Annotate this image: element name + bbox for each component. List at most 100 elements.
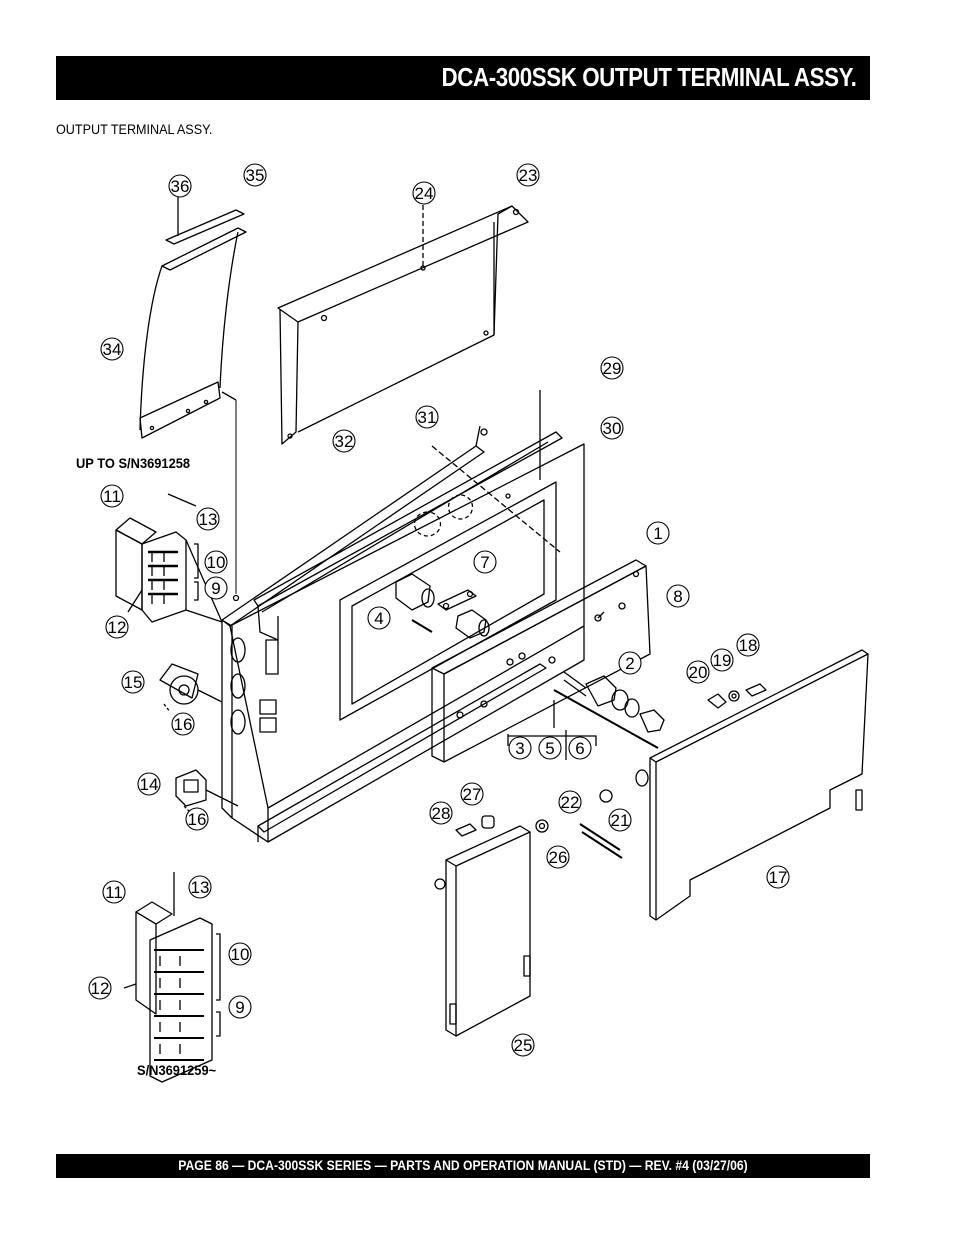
- callout-balloon: [204, 576, 228, 600]
- side-cover: [565, 649, 869, 921]
- callout-balloon: [600, 356, 624, 380]
- callout-balloon: [171, 712, 195, 736]
- callout-balloon: [100, 337, 124, 361]
- footer-text: PAGE 86 — DCA-300SSK SERIES — PARTS AND …: [178, 1158, 748, 1173]
- callout-balloon: [412, 181, 436, 205]
- variant-label-early: UP TO S/N3691258: [76, 455, 191, 471]
- callout-balloon: [102, 880, 126, 904]
- callout-balloon: [429, 801, 453, 825]
- callout-balloon: [686, 660, 710, 684]
- callout-balloon: [608, 808, 632, 832]
- front-panel: [431, 559, 651, 763]
- callout-balloon: [511, 1033, 535, 1057]
- callout-balloon: [243, 163, 267, 187]
- callout-number: 2: [625, 654, 634, 673]
- cover-plate: [277, 205, 529, 445]
- callout-number: 13: [199, 510, 218, 529]
- callout-balloon: [228, 942, 252, 966]
- callout-number: 26: [549, 848, 568, 867]
- page-title: DCA-300SSK OUTPUT TERMINAL ASSY.: [441, 62, 856, 92]
- callout-balloon: [600, 416, 624, 440]
- callout-number: 9: [235, 998, 244, 1017]
- terminal-block-upper: [115, 493, 223, 623]
- callout-balloon: [188, 875, 212, 899]
- callout-number: 15: [124, 673, 143, 692]
- control-box-frame: [221, 390, 585, 843]
- callout-number: 20: [689, 663, 708, 682]
- callout-number: 17: [769, 868, 788, 887]
- callout-number: 22: [561, 793, 580, 812]
- callout-number: 32: [335, 432, 354, 451]
- callout-number: 16: [174, 715, 193, 734]
- receptacles: [159, 663, 239, 815]
- callout-balloon: [736, 633, 760, 657]
- callout-balloon: [332, 429, 356, 453]
- callout-number: 34: [103, 340, 122, 359]
- variant-label-late: S/N3691259~: [137, 1062, 217, 1078]
- callout-balloon: [710, 648, 734, 672]
- callout-balloon: [168, 174, 192, 198]
- callout-number: 35: [246, 166, 265, 185]
- callout-number: 4: [374, 609, 383, 628]
- callout-number: 7: [480, 553, 489, 572]
- callout-number: 1: [653, 524, 662, 543]
- callout-balloon: [766, 865, 790, 889]
- callout-balloon: [88, 976, 112, 1000]
- callout-number: 12: [108, 618, 127, 637]
- callout-number: 25: [514, 1036, 533, 1055]
- callout-balloon: [105, 615, 129, 639]
- callout-balloon: [100, 484, 124, 508]
- callout-number: 8: [673, 587, 682, 606]
- callout-number: 27: [463, 785, 482, 804]
- callout-balloon: [367, 606, 391, 630]
- callout-number: 24: [415, 184, 434, 203]
- callout-balloon: [196, 507, 220, 531]
- callout-number: 18: [739, 636, 758, 655]
- small-cover: [434, 815, 623, 1037]
- callout-balloon: [121, 670, 145, 694]
- callout-balloon: [137, 772, 161, 796]
- terminal-hardware: [395, 573, 665, 749]
- callout-balloon: [516, 163, 540, 187]
- callout-number: 29: [603, 359, 622, 378]
- callout-balloon: [666, 584, 690, 608]
- callout-number: 6: [575, 739, 584, 758]
- callout-number: 5: [545, 739, 554, 758]
- callout-number: 13: [191, 878, 210, 897]
- callout-number: 11: [105, 883, 123, 902]
- callout-balloon: [558, 790, 582, 814]
- callout-balloon: [473, 550, 497, 574]
- callout-number: 23: [519, 166, 538, 185]
- callout-number: 3: [515, 739, 524, 758]
- footer-bar: PAGE 86 — DCA-300SSK SERIES — PARTS AND …: [56, 1154, 870, 1178]
- callout-balloon: [546, 845, 570, 869]
- callout-number: 16: [188, 810, 207, 829]
- callout-balloon: [185, 807, 209, 831]
- callout-balloon: [508, 736, 532, 760]
- callout-number: 11: [103, 487, 121, 506]
- terminal-block-lower: [123, 872, 221, 1083]
- callout-number: 12: [91, 979, 110, 998]
- section-subtitle: OUTPUT TERMINAL ASSY.: [56, 121, 213, 137]
- callout-number: 30: [603, 419, 622, 438]
- callout-balloon: [460, 782, 484, 806]
- callout-number: 9: [211, 579, 220, 598]
- title-bar: DCA-300SSK OUTPUT TERMINAL ASSY.: [56, 56, 870, 100]
- callout-number: 31: [418, 408, 437, 427]
- callout-number: 19: [713, 651, 732, 670]
- callout-number: 36: [171, 177, 190, 196]
- callout-number: 14: [140, 775, 159, 794]
- callout-number: 10: [231, 945, 250, 964]
- callout-number: 21: [611, 811, 630, 830]
- callout-balloon: [538, 736, 562, 760]
- callout-number: 10: [207, 553, 226, 572]
- callout-balloon: [204, 550, 228, 574]
- callout-balloon: [618, 651, 642, 675]
- callout-balloon: [646, 521, 670, 545]
- callout-number: 28: [432, 804, 451, 823]
- callout-balloon: [228, 995, 252, 1019]
- callout-balloon: [415, 405, 439, 429]
- strap-bracket: [139, 197, 247, 594]
